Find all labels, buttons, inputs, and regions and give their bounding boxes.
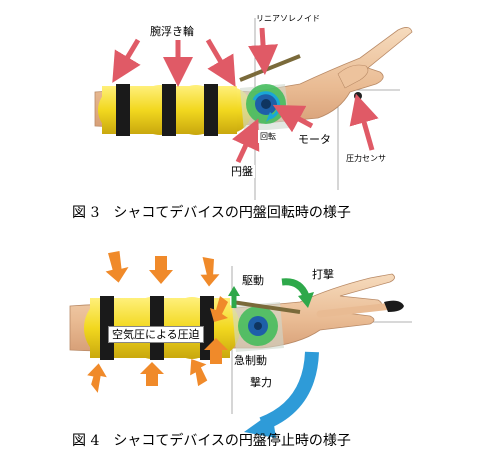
ring-band bbox=[116, 84, 130, 136]
pressure-arrow bbox=[140, 362, 164, 386]
label-sudden-brake: 急制動 bbox=[234, 354, 267, 367]
label-linear-solenoid: リニアソレノイド bbox=[256, 14, 320, 23]
figure-4-illustration bbox=[69, 250, 412, 438]
float-rings bbox=[98, 84, 252, 136]
label-pressure-sensor: 圧力センサ bbox=[346, 154, 386, 163]
label-air-pressure: 空気圧による圧迫 bbox=[108, 326, 204, 343]
linear-solenoid bbox=[239, 54, 301, 82]
label-float-rings: 腕浮き輪 bbox=[150, 25, 194, 38]
figure-4-caption: 図 4 シャコてデバイスの円盤停止時の様子 bbox=[72, 433, 351, 449]
pressure-arrow bbox=[204, 338, 228, 364]
label-motor: モータ bbox=[296, 133, 333, 146]
finger bbox=[316, 302, 396, 318]
ring-band bbox=[100, 296, 114, 360]
device bbox=[231, 300, 301, 352]
pointer-arrow bbox=[232, 118, 260, 164]
ring-band bbox=[162, 84, 176, 136]
figure-3-caption: 図 3 シャコてデバイスの円盤回転時の様子 bbox=[72, 205, 351, 221]
label-drive: 駆動 bbox=[242, 274, 264, 287]
pressure-sensor bbox=[354, 92, 362, 100]
figure-3: 腕浮き輪 リニアソレノイド 回転 モータ 円盤 圧力センサ 図 3 シャコてデバ… bbox=[72, 14, 413, 221]
figure-4: 空気圧による圧迫 駆動 打撃 急制動 撃力 図 4 シャコてデバイスの円盤停止時… bbox=[0, 236, 490, 456]
pointer-arrow bbox=[349, 93, 379, 151]
pressure-arrow bbox=[200, 256, 220, 287]
pressure-arrow bbox=[149, 256, 173, 284]
linear-solenoid bbox=[231, 300, 301, 314]
pressure-arrows bbox=[87, 250, 228, 393]
pressure-sensor-tip bbox=[384, 300, 404, 312]
pointer-arrows bbox=[112, 27, 379, 164]
pointer-arrow bbox=[205, 38, 236, 87]
pointer-arrow bbox=[248, 27, 279, 75]
ring-band bbox=[204, 84, 218, 136]
label-rotation: 回転 bbox=[258, 130, 278, 143]
label-disk: 円盤 bbox=[229, 165, 255, 178]
pressure-arrow bbox=[105, 250, 129, 283]
strike-arrow bbox=[281, 278, 310, 298]
pressure-arrow bbox=[87, 363, 107, 393]
pressure-arrow bbox=[190, 358, 208, 387]
label-impact: 撃力 bbox=[250, 376, 272, 389]
thumb bbox=[337, 64, 369, 89]
pressure-arrow bbox=[210, 296, 228, 322]
label-strike: 打撃 bbox=[312, 268, 334, 281]
figure-3-illustration bbox=[94, 18, 413, 200]
pointer-arrow bbox=[272, 104, 314, 133]
pointer-arrow bbox=[112, 38, 141, 83]
